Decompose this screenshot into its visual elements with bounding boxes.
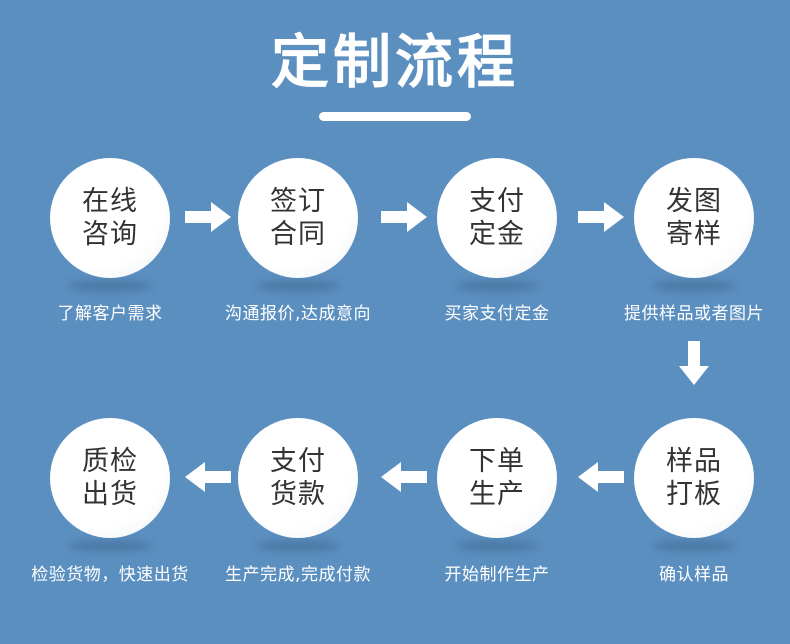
arrow-left-icon (381, 460, 427, 494)
step-circle-4[interactable]: 发图 寄样 (634, 158, 754, 278)
circle-shadow (256, 280, 340, 292)
title-underline-bar (319, 112, 471, 121)
step-node-1[interactable]: 在线 咨询 (50, 158, 170, 292)
step-node-7[interactable]: 支付 货款 (238, 418, 358, 552)
step-caption-7: 生产完成,完成付款 (225, 565, 371, 585)
step-caption-6: 开始制作生产 (444, 565, 550, 585)
step-node-3[interactable]: 支付 定金 (437, 158, 557, 292)
step-label-line2: 寄样 (666, 219, 722, 250)
step-circle-5[interactable]: 样品 打板 (634, 418, 754, 538)
circle-shadow (455, 280, 539, 292)
step-caption-4: 提供样品或者图片 (624, 304, 764, 324)
step-label-line1: 发图 (666, 186, 722, 217)
step-caption-8: 检验货物，快速出货 (31, 565, 189, 585)
circle-shadow (256, 540, 340, 552)
circle-shadow (652, 540, 736, 552)
circle-shadow (652, 280, 736, 292)
step-label-line1: 质检 (82, 446, 138, 477)
step-label-line2: 出货 (82, 479, 138, 510)
arrow-down-icon (677, 341, 711, 385)
step-circle-2[interactable]: 签订 合同 (238, 158, 358, 278)
step-label-line2: 合同 (270, 219, 326, 250)
step-node-6[interactable]: 下单 生产 (437, 418, 557, 552)
arrow-left-icon (185, 460, 231, 494)
circle-shadow (68, 540, 152, 552)
step-label-line2: 咨询 (82, 219, 138, 250)
circle-shadow (455, 540, 539, 552)
circle-shadow (68, 280, 152, 292)
step-label-line2: 货款 (270, 479, 326, 510)
step-circle-6[interactable]: 下单 生产 (437, 418, 557, 538)
arrow-right-icon (185, 200, 231, 234)
step-label-line1: 在线 (82, 186, 138, 217)
step-label-line2: 生产 (469, 479, 525, 510)
step-caption-1: 了解客户需求 (57, 304, 163, 324)
step-circle-8[interactable]: 质检 出货 (50, 418, 170, 538)
step-label-line1: 签订 (270, 186, 326, 217)
step-label-line2: 打板 (666, 479, 722, 510)
step-label-line1: 支付 (270, 446, 326, 477)
step-label-line2: 定金 (469, 219, 525, 250)
step-caption-5: 确认样品 (659, 565, 729, 585)
step-label-line1: 样品 (666, 446, 722, 477)
step-circle-3[interactable]: 支付 定金 (437, 158, 557, 278)
arrow-right-icon (578, 200, 624, 234)
step-caption-2: 沟通报价,达成意向 (225, 304, 371, 324)
step-label-line1: 下单 (469, 446, 525, 477)
page-title: 定制流程 (270, 28, 519, 96)
step-node-8[interactable]: 质检 出货 (50, 418, 170, 552)
step-node-4[interactable]: 发图 寄样 (634, 158, 754, 292)
step-circle-7[interactable]: 支付 货款 (238, 418, 358, 538)
step-node-5[interactable]: 样品 打板 (634, 418, 754, 552)
step-circle-1[interactable]: 在线 咨询 (50, 158, 170, 278)
arrow-right-icon (381, 200, 427, 234)
step-node-2[interactable]: 签订 合同 (238, 158, 358, 292)
step-label-line1: 支付 (469, 186, 525, 217)
arrow-left-icon (578, 460, 624, 494)
step-caption-3: 买家支付定金 (444, 304, 550, 324)
